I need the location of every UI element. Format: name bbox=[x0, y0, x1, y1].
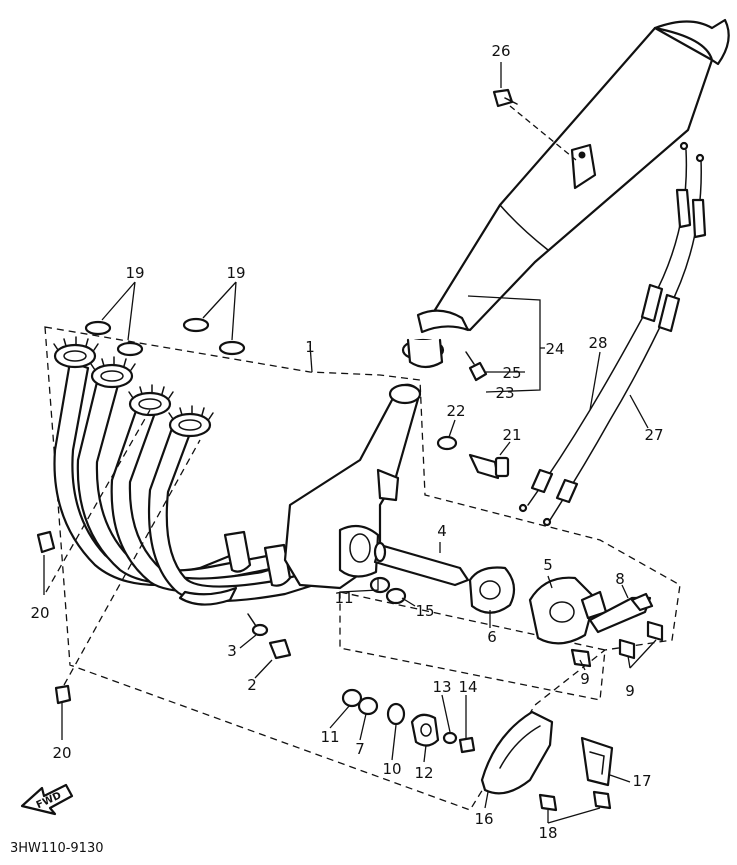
drawing-code: 3HW110-9130 bbox=[10, 841, 104, 856]
washer-10 bbox=[386, 702, 406, 726]
exhaust-valve-cables bbox=[518, 141, 707, 527]
callout-18: 18 bbox=[538, 824, 557, 842]
screws-18 bbox=[538, 790, 612, 812]
callout-24: 23 bbox=[495, 384, 514, 402]
callout-17: 17 bbox=[632, 772, 651, 790]
bushings-11-7-lower bbox=[341, 688, 379, 716]
callout-12: 12 bbox=[414, 764, 433, 782]
callout-3: 3 bbox=[227, 642, 237, 660]
callout-23: 24 bbox=[545, 340, 564, 358]
collector-pipe bbox=[283, 383, 422, 590]
gaskets-19 bbox=[84, 317, 246, 357]
callout-13: 13 bbox=[432, 678, 451, 696]
callout-9a: 9 bbox=[580, 670, 590, 688]
callout-19b: 19 bbox=[226, 264, 245, 282]
exhaust-flanges bbox=[53, 336, 214, 438]
callout-22: 22 bbox=[446, 402, 465, 420]
callout-11a: 11 bbox=[334, 589, 353, 607]
cover-16 bbox=[480, 710, 554, 795]
callout-4: 4 bbox=[437, 522, 447, 540]
callout-16: 16 bbox=[474, 810, 493, 828]
callout-11b: 11 bbox=[320, 728, 339, 746]
muffler bbox=[428, 18, 730, 332]
callout-20b: 20 bbox=[52, 744, 71, 762]
bushings-11-15 bbox=[369, 576, 407, 605]
callout-8: 8 bbox=[615, 570, 625, 588]
callout-26: 26 bbox=[491, 42, 510, 60]
lower-parts-boundary bbox=[339, 591, 606, 701]
callout-7: 7 bbox=[355, 740, 365, 758]
valve-shaft-4 bbox=[373, 541, 470, 587]
gasket-6 bbox=[468, 566, 516, 614]
callout-2: 2 bbox=[247, 676, 257, 694]
callout-21: 21 bbox=[502, 426, 521, 444]
muffler-bolt-26 bbox=[492, 88, 518, 108]
callout-1: 1 bbox=[305, 338, 315, 356]
callout-25: 25 bbox=[502, 364, 521, 382]
washer-13-nut-14 bbox=[442, 731, 476, 754]
pulley-housing-5 bbox=[528, 576, 608, 645]
bolt-2-washer-3 bbox=[247, 613, 292, 660]
callout-28: 28 bbox=[588, 334, 607, 352]
bolt-25 bbox=[465, 351, 488, 382]
nut-20 bbox=[36, 530, 72, 705]
fwd-arrow-icon: FWD bbox=[20, 783, 74, 816]
cover-17 bbox=[580, 736, 614, 787]
callout-9b: 9 bbox=[625, 682, 635, 700]
callout-27: 27 bbox=[644, 426, 663, 444]
callout-5: 5 bbox=[543, 556, 553, 574]
callout-6: 6 bbox=[487, 628, 497, 646]
washer-22-bolt-21 bbox=[436, 435, 510, 480]
callout-15: 15 bbox=[415, 602, 434, 620]
callout-14: 14 bbox=[458, 678, 477, 696]
callout-20a: 20 bbox=[30, 604, 49, 622]
bolts-9 bbox=[570, 620, 664, 668]
muffler-clamp bbox=[401, 309, 470, 369]
callout-10: 10 bbox=[382, 760, 401, 778]
pulley-12 bbox=[410, 713, 440, 747]
bracket-8 bbox=[588, 592, 654, 634]
callout-labels: 26 19 19 24 25 23 28 27 22 21 1 20 20 3 … bbox=[30, 42, 663, 842]
leader-lines bbox=[43, 62, 657, 824]
header-assembly-boundary bbox=[44, 326, 681, 811]
callout-19a: 19 bbox=[125, 264, 144, 282]
